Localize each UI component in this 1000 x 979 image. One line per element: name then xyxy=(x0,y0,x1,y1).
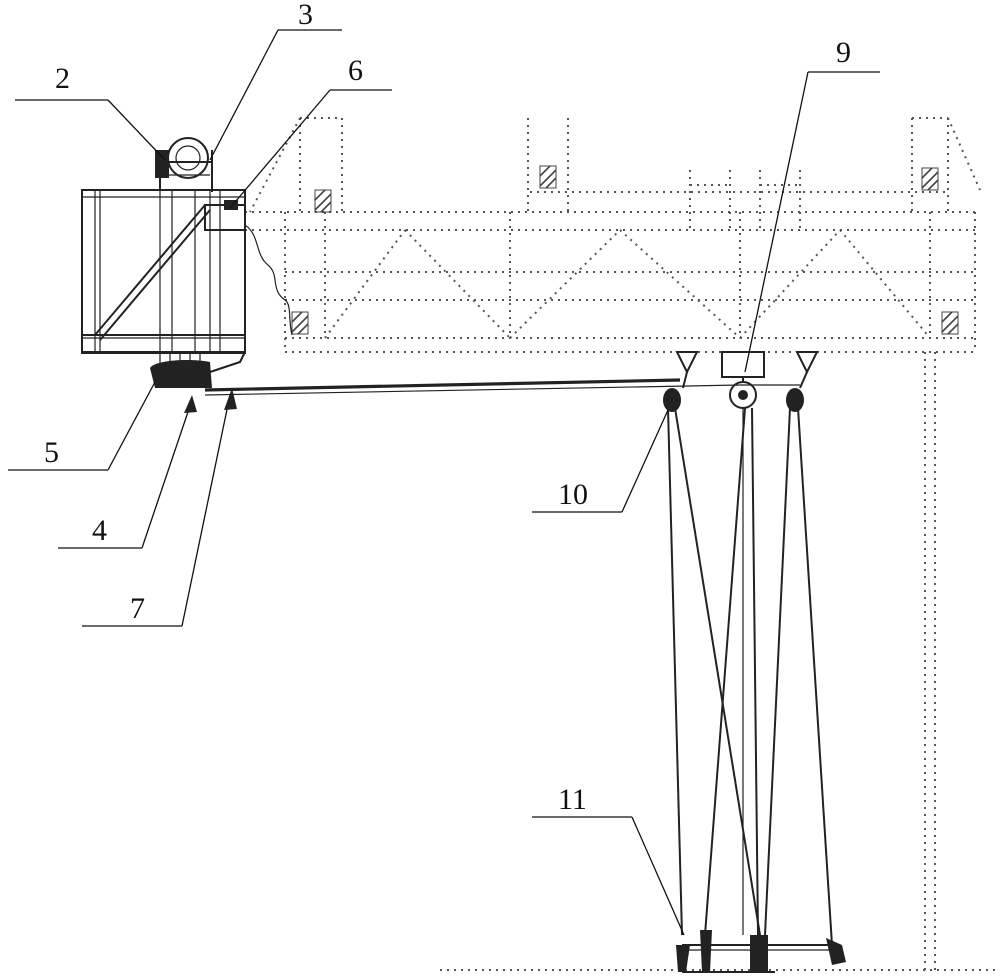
label-3: 3 xyxy=(298,0,313,31)
lifting-frame xyxy=(81,189,246,354)
label-7: 7 xyxy=(130,592,145,625)
label-2: 2 xyxy=(55,62,70,95)
horizontal-rope xyxy=(204,378,800,396)
leader-arrowheads xyxy=(184,388,237,413)
label-4: 4 xyxy=(92,514,107,547)
label-6: 6 xyxy=(348,54,363,87)
label-9: 9 xyxy=(836,36,851,69)
leader-lines xyxy=(8,29,880,936)
label-10: 10 xyxy=(558,478,588,511)
dotted-truss xyxy=(245,117,995,975)
side-clamp xyxy=(204,200,293,336)
label-11: 11 xyxy=(558,783,587,816)
rope-falls xyxy=(667,407,833,946)
bottom-hook-cluster xyxy=(150,351,246,388)
label-5: 5 xyxy=(44,436,59,469)
hatched-supports xyxy=(291,165,959,335)
winch-assembly xyxy=(155,137,213,192)
bottom-spreader xyxy=(676,930,846,973)
pulley-group xyxy=(663,351,819,412)
